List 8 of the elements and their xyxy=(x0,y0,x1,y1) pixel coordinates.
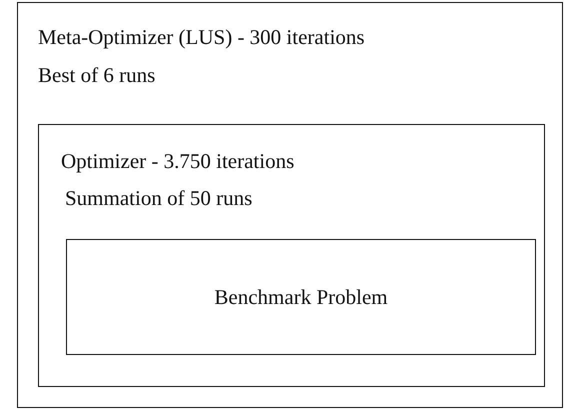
box-heading: Meta-Optimizer (LUS) - 300 iterations xyxy=(38,25,365,50)
box-heading: Optimizer - 3.750 iterations xyxy=(61,149,294,174)
nested-box xyxy=(38,124,545,387)
nested-box xyxy=(17,2,563,408)
box-subheading: Summation of 50 runs xyxy=(65,186,252,211)
box-subheading: Best of 6 runs xyxy=(38,63,156,88)
nested-box xyxy=(66,239,536,355)
box-label: Benchmark Problem xyxy=(214,284,388,310)
